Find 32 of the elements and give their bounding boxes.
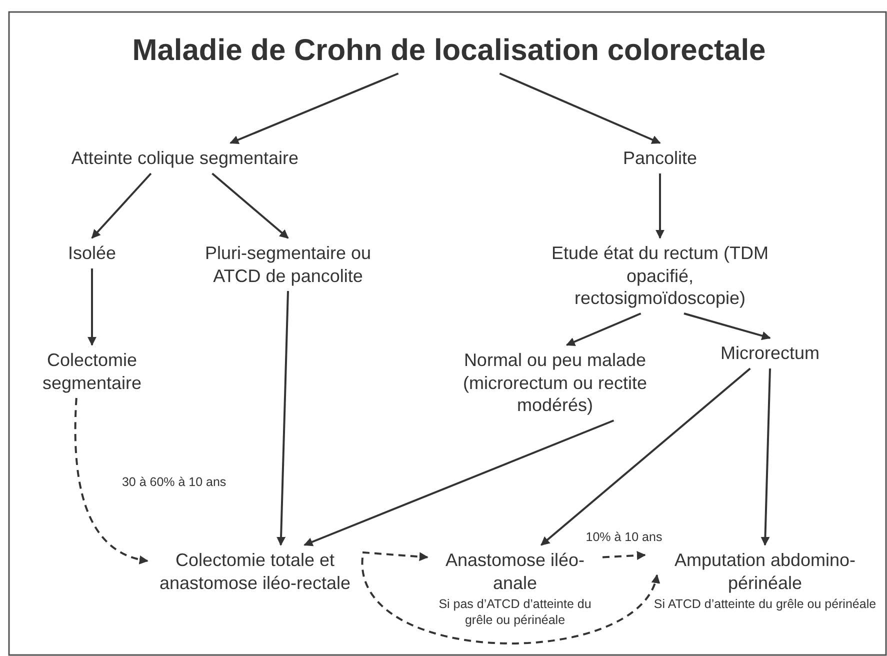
arrow	[212, 172, 289, 239]
node-label: Colectomie totale et anastomose iléo-rectale	[148, 545, 362, 598]
arrow	[88, 268, 96, 346]
arrow	[684, 312, 771, 340]
arrow	[91, 172, 152, 239]
node-note: Si pas d’ATCD d’atteinte du grêle ou périnéale	[438, 597, 592, 628]
node-label: Isolée	[68, 238, 116, 268]
arrow	[540, 368, 751, 546]
arrow	[760, 368, 771, 546]
node-label: Anastomose iléo-anale	[444, 549, 586, 594]
node-label: Microrectum	[720, 338, 820, 368]
arrow	[230, 72, 399, 144]
edge-label: 30 à 60% à 10 ans	[120, 475, 228, 490]
arrow	[499, 72, 661, 144]
node-label: Pluri-segmentaire ou ATCD de pancolite	[188, 238, 388, 291]
node-label: Colectomie segmentaire	[27, 345, 157, 398]
edge-label: 10% à 10 ans	[584, 530, 664, 544]
arrow	[656, 174, 664, 239]
node-label: Pancolite	[622, 143, 698, 174]
node-label: Atteinte colique segmentaire	[71, 143, 299, 174]
arrow	[362, 551, 428, 562]
arrow	[602, 550, 646, 560]
node-note: Si ATCD d’atteinte du grêle ou périnéale	[652, 597, 878, 613]
node-label: Amputation abdomino-périnéale	[673, 549, 857, 594]
arrow	[362, 558, 658, 644]
arrow	[74, 398, 148, 564]
arrow	[276, 290, 289, 546]
node-label: Etude état du rectum (TDM opacifié, rectosigmoïdoscopie)	[540, 238, 780, 314]
diagram-heading: Maladie de Crohn de localisation colorectale	[132, 28, 766, 74]
node-label: Normal ou peu malade (microrectum ou rectite modérés)	[438, 345, 672, 420]
arrow	[304, 420, 614, 546]
arrow	[566, 312, 642, 346]
